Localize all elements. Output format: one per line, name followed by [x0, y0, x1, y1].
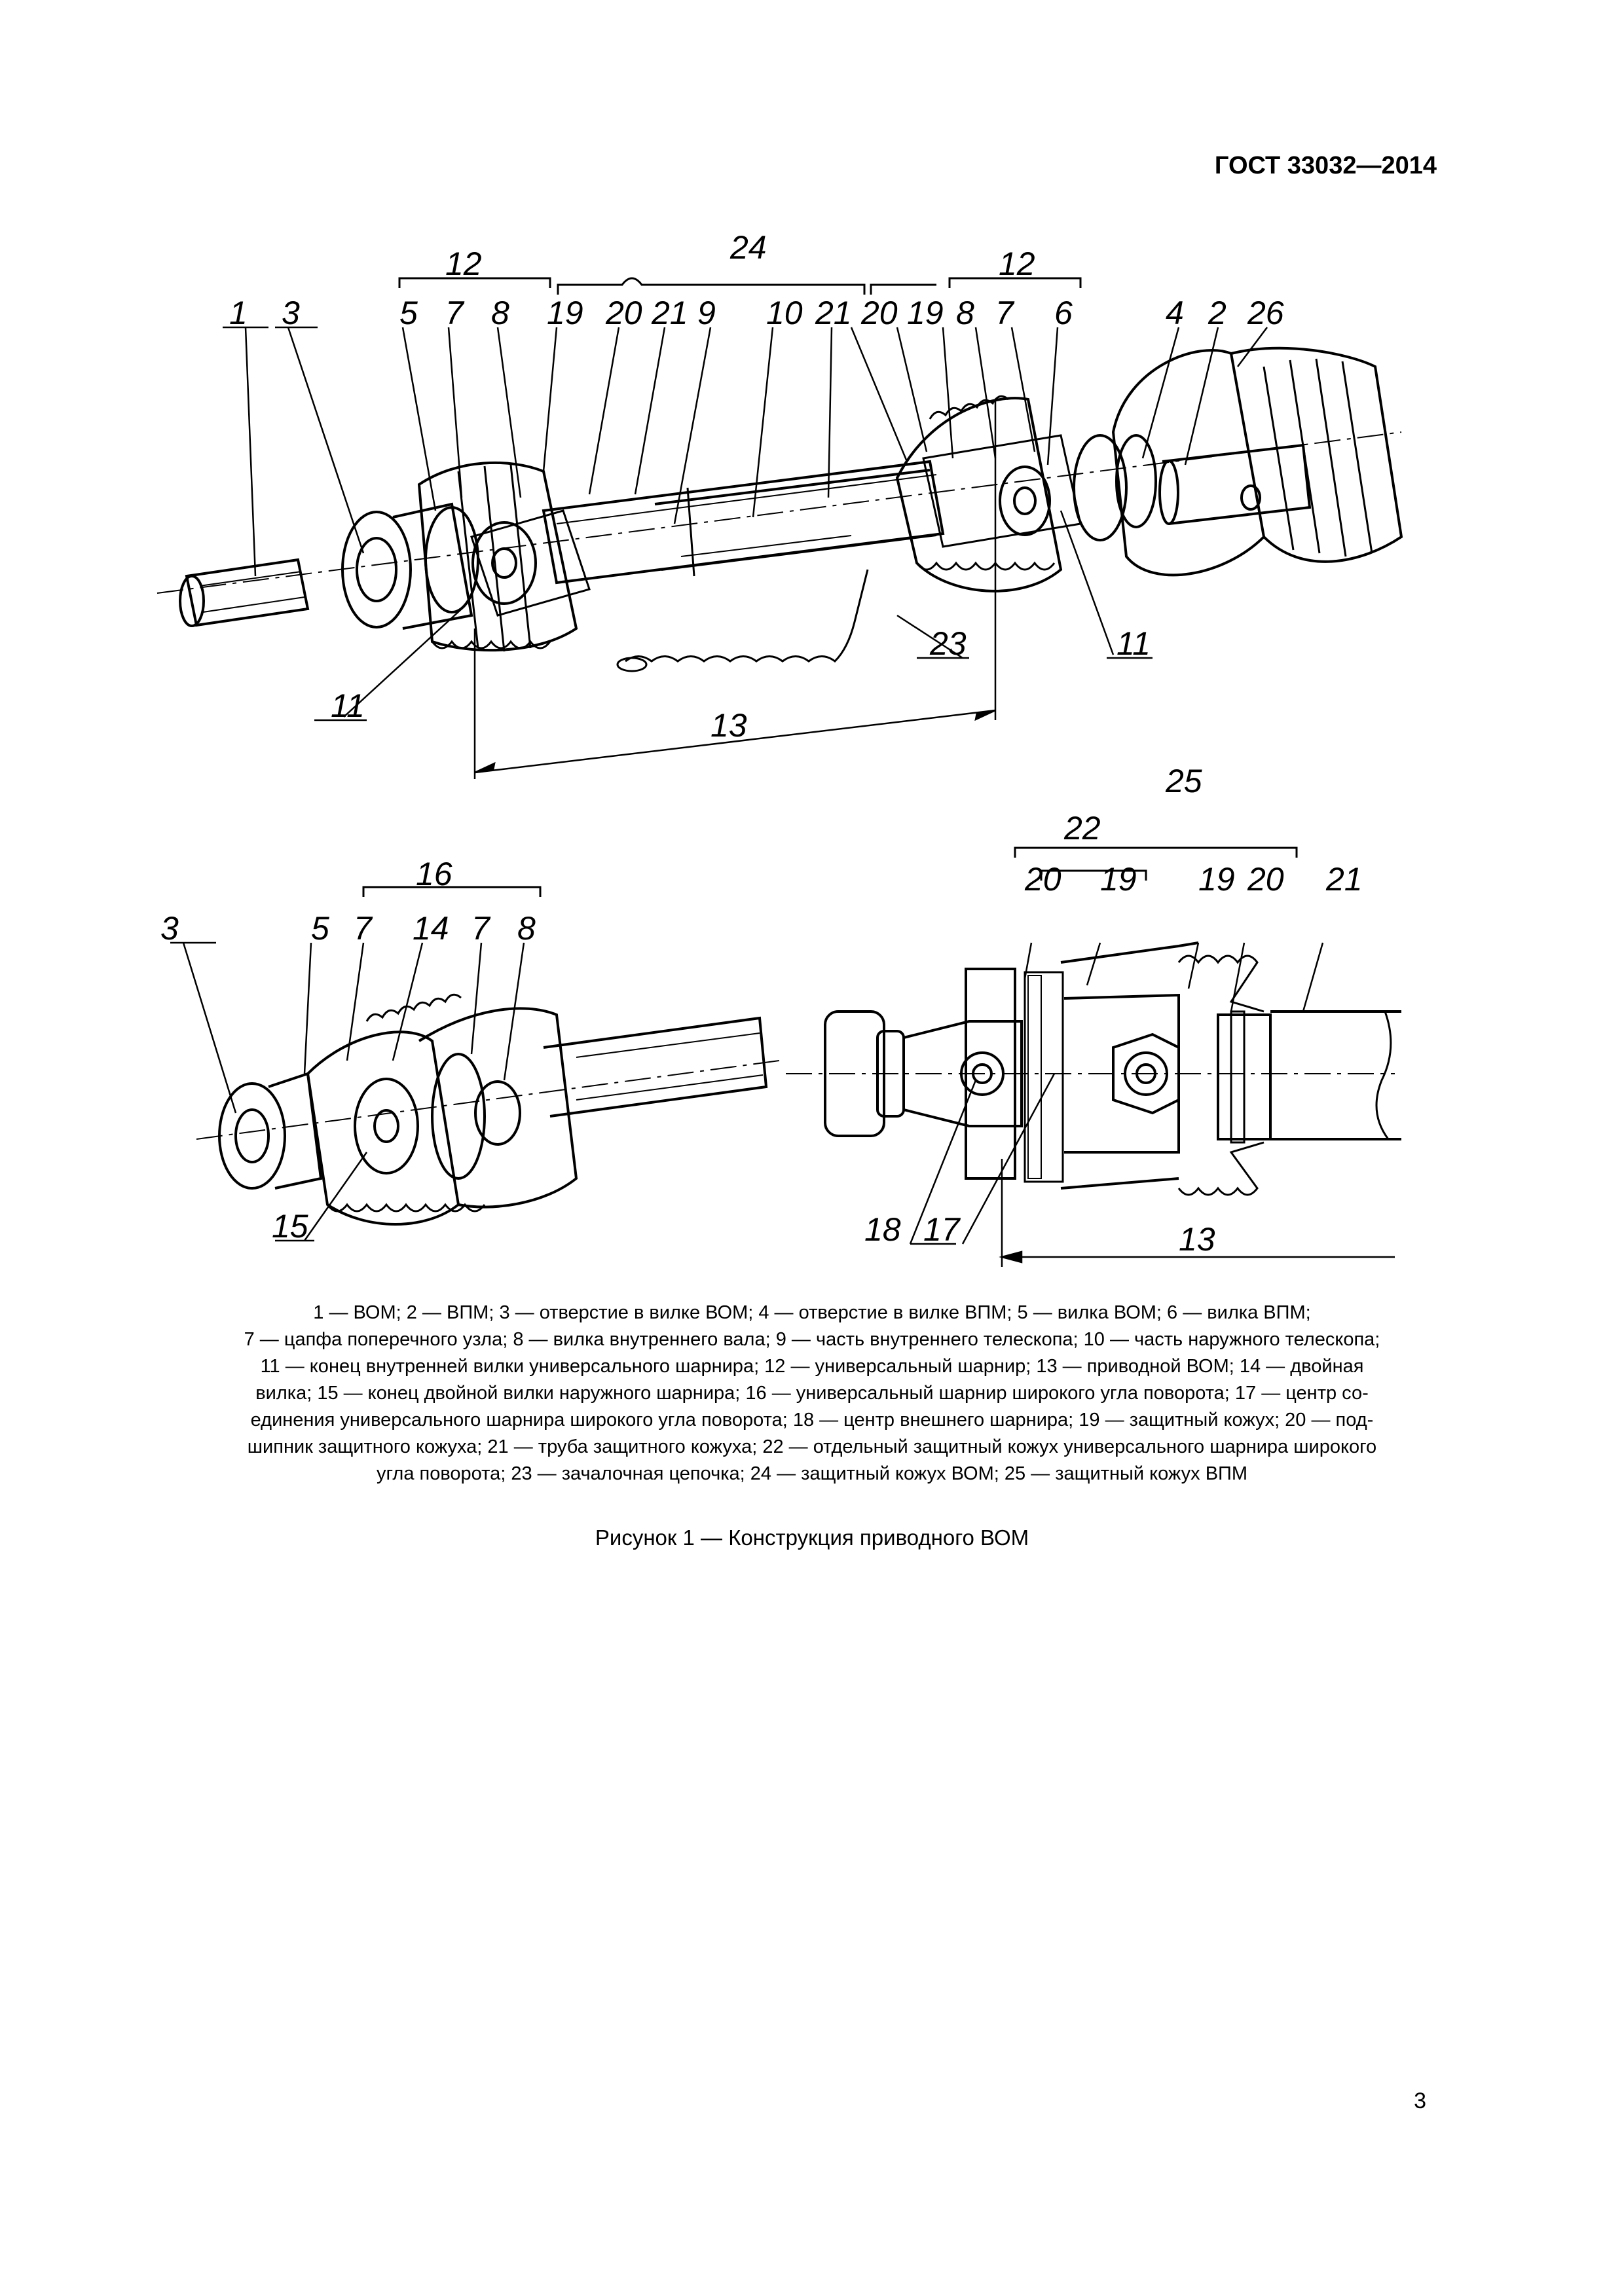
label-23: 23 — [929, 625, 967, 662]
label-25: 25 — [1165, 763, 1202, 799]
label-5c: 5 — [311, 910, 329, 947]
braces — [398, 277, 1082, 295]
label-22: 22 — [1063, 810, 1101, 847]
label-3c: 3 — [160, 910, 179, 947]
label-24: 24 — [729, 229, 767, 266]
label-12a: 12 — [445, 246, 482, 282]
label-7: 7 — [445, 295, 465, 331]
left-universal-joint — [470, 509, 591, 617]
label-21c: 21 — [1325, 861, 1363, 898]
implement-shaft-and-shield — [1111, 346, 1403, 577]
right-guard-cone — [895, 395, 1063, 592]
label-7d: 7 — [471, 910, 491, 947]
figure-legend: 1 — ВОМ; 2 — ВПМ; 3 — отверстие в вилке … — [111, 1300, 1513, 1487]
legend-line: единения универсального шарнира широкого… — [250, 1410, 1374, 1430]
label-13a: 13 — [710, 707, 747, 744]
label-20b: 20 — [860, 295, 898, 331]
label-11b: 11 — [1116, 625, 1151, 662]
label-10: 10 — [766, 295, 803, 331]
legend-line: 11 — конец внутренней вилки универсально… — [260, 1356, 1364, 1377]
label-20d: 20 — [1247, 861, 1284, 898]
legend-line: угла поворота; 23 — зачалочная цепочка; … — [376, 1463, 1248, 1484]
label-15: 15 — [272, 1208, 308, 1245]
label-6: 6 — [1054, 295, 1073, 331]
legend-line: шипник защитного кожуха; 21 — труба защи… — [247, 1436, 1377, 1457]
tractor-pto-shaft — [179, 558, 310, 627]
right-universal-joint — [922, 434, 1157, 548]
label-14: 14 — [413, 910, 449, 947]
label-11a: 11 — [331, 687, 365, 724]
wide-angle-joint-drawing — [170, 886, 780, 1242]
label-13b: 13 — [1179, 1221, 1215, 1258]
legend-line: вилка; 15 — конец двойной вилки наружног… — [255, 1383, 1369, 1404]
telescopic-tubes — [542, 460, 945, 585]
label-19d: 19 — [1198, 861, 1235, 898]
leader-lines — [223, 326, 1268, 721]
label-8b: 8 — [956, 295, 974, 331]
label-12b: 12 — [999, 246, 1035, 282]
label-3: 3 — [282, 295, 300, 331]
label-17: 17 — [923, 1211, 961, 1248]
label-8c: 8 — [517, 910, 536, 947]
label-20c: 20 — [1024, 861, 1061, 898]
label-2: 2 — [1208, 295, 1227, 331]
label-21b: 21 — [815, 295, 852, 331]
cross-section-drawing — [786, 847, 1401, 1267]
label-1: 1 — [229, 295, 248, 331]
label-20: 20 — [605, 295, 642, 331]
label-26: 26 — [1247, 295, 1284, 331]
label-9: 9 — [697, 295, 716, 331]
label-19b: 19 — [907, 295, 944, 331]
label-8: 8 — [491, 295, 509, 331]
legend-line: 1 — ВОМ; 2 — ВПМ; 3 — отверстие в вилке … — [313, 1302, 1311, 1323]
label-7c: 7 — [354, 910, 373, 947]
label-16: 16 — [416, 856, 452, 892]
label-21: 21 — [651, 295, 688, 331]
label-5: 5 — [399, 295, 418, 331]
label-4: 4 — [1166, 295, 1184, 331]
top-assembly-drawing — [157, 277, 1403, 779]
document-header: ГОСТ 33032—2014 — [1214, 152, 1437, 179]
figure-title: Рисунок 1 — Конструкция приводного ВОМ — [595, 1525, 1029, 1550]
figure-drawing: 1 3 5 7 8 19 20 21 9 10 21 20 19 8 7 6 4… — [157, 229, 1403, 1267]
label-18: 18 — [864, 1211, 901, 1248]
label-7b: 7 — [995, 295, 1015, 331]
chain — [625, 569, 869, 663]
label-19: 19 — [547, 295, 583, 331]
page-number: 3 — [1414, 2088, 1426, 2113]
left-guard-cone — [417, 461, 578, 652]
callout-labels: 1 3 5 7 8 19 20 21 9 10 21 20 19 8 7 6 4… — [160, 229, 1363, 1258]
legend-line: 7 — цапфа поперечного узла; 8 — вилка вн… — [244, 1329, 1380, 1350]
label-19c: 19 — [1100, 861, 1137, 898]
